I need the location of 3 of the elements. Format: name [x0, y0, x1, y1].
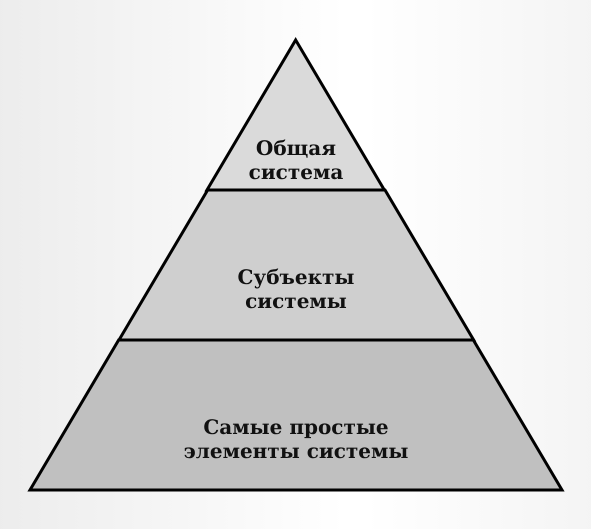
tier-label: Субъекты системы	[236, 265, 356, 313]
tier-label: Самые простые элементы системы	[182, 415, 410, 463]
tier-label: Общая система	[248, 136, 344, 184]
